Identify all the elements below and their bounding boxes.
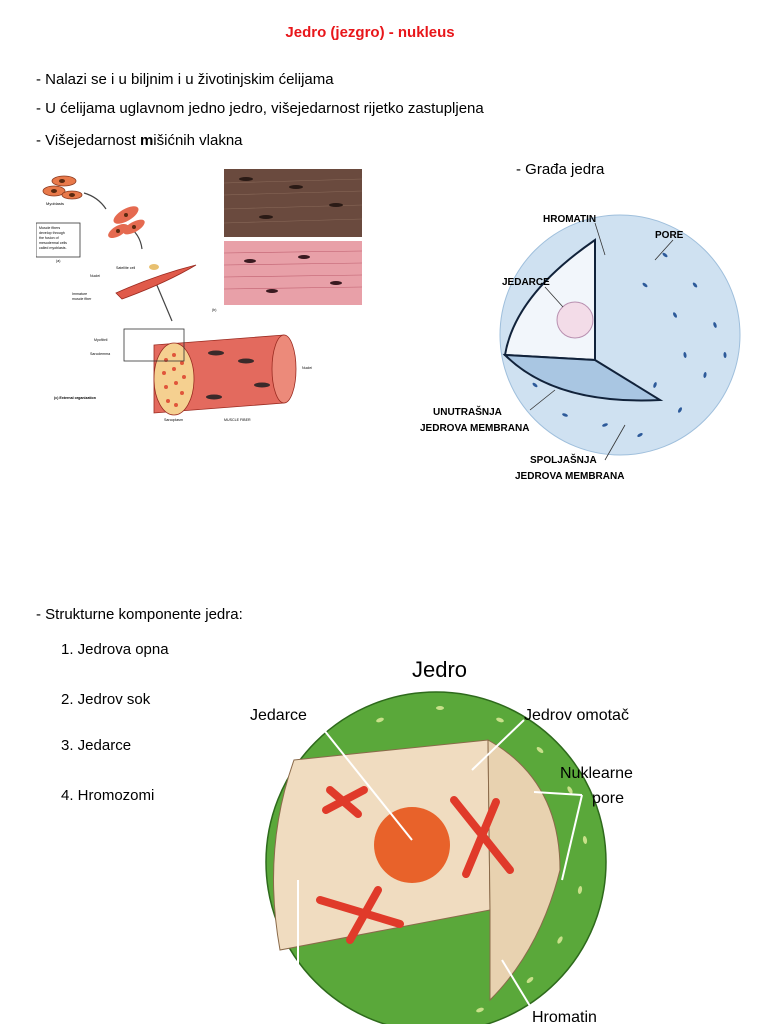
inner-membrane-label-1: UNUTRAŠNJA [433, 405, 502, 418]
note-box [36, 222, 81, 258]
myoblast-cells [42, 175, 83, 200]
nucleolus [556, 301, 594, 339]
cutaway-base [502, 353, 664, 402]
bullet-single-nucleus: - U ćelijama uglavnom jedno jedro, višej… [36, 100, 484, 117]
myofibril-label: Myofibril [94, 338, 108, 342]
component-item-4: 4. Hromozomi [61, 787, 155, 804]
nucleus-title: Jedro [412, 657, 467, 682]
cutaway-side [487, 739, 561, 1002]
nucleus-diagram-green: Jedro Jedarce Jedrov omotač Nuklearne po… [250, 657, 633, 1024]
arrow-3 [155, 282, 173, 322]
satellite-cell [149, 264, 159, 270]
nucleolus-green [374, 807, 450, 883]
muscle-prefix: - Višejedarnost [36, 132, 140, 149]
components-heading: - Strukturne komponente jedra: [36, 606, 243, 623]
outer-membrane-label-2: JEDROVA MEMBRANA [515, 471, 624, 482]
muscle-suffix: išićnih vlakna [153, 132, 243, 149]
hromatin-label: HROMATIN [543, 214, 596, 225]
bullet-plant-animal: - Nalazi se i u biljnim i u životinjskim… [36, 71, 334, 88]
fiber-end [271, 334, 297, 404]
outer-membrane-label-1: SPOLJAŠNJA [530, 453, 597, 466]
nuclei-label: Nuclei [302, 366, 312, 370]
label-leaders [297, 719, 583, 1007]
note-text: Muscle fibers develop through the fusion… [39, 226, 68, 250]
jedarce-label-1: JEDARCE [502, 277, 550, 288]
pore-label: PORE [655, 230, 684, 241]
component-item-3: 3. Jedarce [61, 737, 132, 754]
nucleus-diagram-blue: HROMATIN PORE JEDARCE UNUTRAŠNJA JEDROVA… [420, 214, 741, 482]
jedarce-label-2: Jedarce [250, 707, 307, 724]
arrow-1 [83, 192, 107, 210]
immature-label: Immature muscle fiber [72, 292, 92, 301]
sarcolemma-label: Sarcolemma [90, 352, 110, 356]
fiber-nuclei [206, 350, 270, 400]
page-title: Jedro (jezgro) - nukleus [285, 24, 455, 41]
pore-label-2: pore [592, 790, 624, 807]
satellite-label: Satellite cell [116, 266, 135, 270]
muscle-fiber-label: MUSCLE FIBER [224, 418, 251, 422]
chromosomes [316, 786, 514, 944]
micrograph-bottom-striations [223, 250, 363, 290]
omotac-label: Jedrov omotač [524, 707, 629, 724]
hromatin-label-2: Hromatin [532, 1009, 597, 1024]
external-label: (c) External organization [54, 396, 96, 400]
sarcoplasm-label: Sarcoplasm [164, 418, 183, 422]
micrograph-top-nuclei [239, 177, 343, 219]
note-tag: (a) [56, 259, 60, 263]
myofibril-dots [162, 353, 186, 407]
myoblasts-label: Myoblasts [46, 201, 64, 206]
leader-lines [529, 222, 674, 461]
b-tag: (b) [212, 308, 216, 312]
immature-fiber [115, 264, 197, 300]
component-item-1: 1. Jedrova opna [61, 641, 169, 658]
grada-jedra-label: - Građa jedra [516, 161, 605, 178]
fusing-cells [108, 206, 145, 238]
component-item-2: 2. Jedrov sok [61, 691, 151, 708]
inner-membrane-label-2: JEDROVA MEMBRANA [420, 423, 529, 434]
myofibril-box [123, 328, 185, 362]
micrograph-bottom-nuclei [244, 255, 342, 293]
bullet-muscle-multinucleate: - Višejedarnost mišićnih vlakna [36, 132, 243, 149]
micrograph-bottom [224, 241, 362, 305]
nuclei-small-label: Nuclei [90, 274, 100, 278]
muscle-fiber-figure: Myoblasts Muscle fibers develop through … [36, 169, 363, 422]
nuclear-pores [532, 252, 727, 437]
muscle-bold-m: m [139, 132, 154, 149]
pore-label-1: Nuklearne [560, 765, 633, 782]
